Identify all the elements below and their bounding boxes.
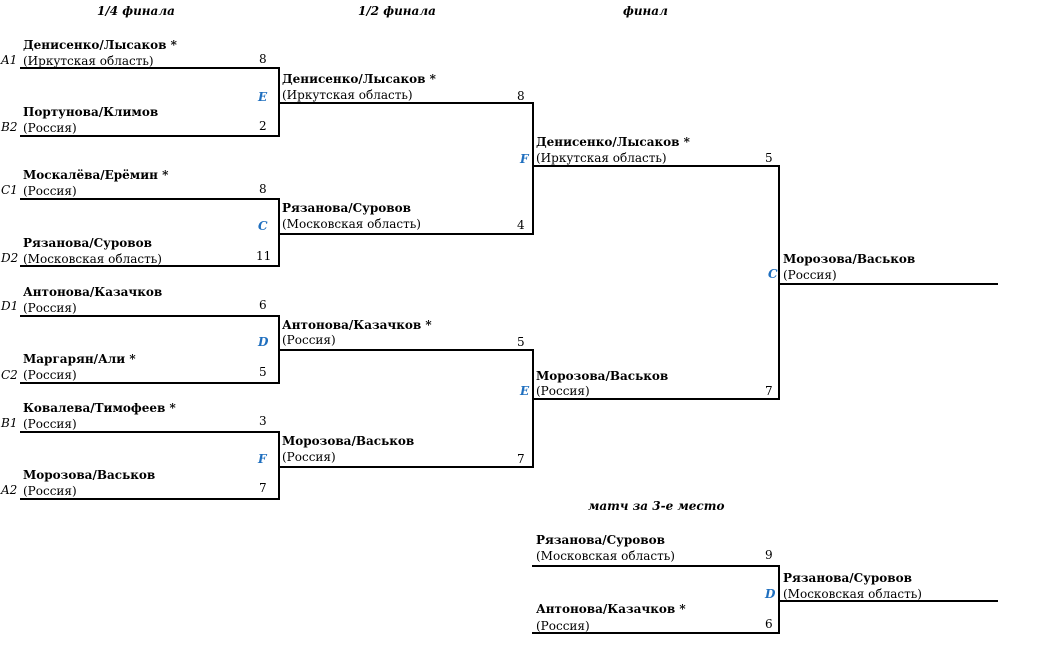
player-region: (Иркутская область) [282,88,413,102]
score: 5 [259,365,267,379]
seed-label: D1 [1,299,19,313]
bracket-line [778,600,998,602]
player-name: Москалёва/Ерёмин * [23,168,169,182]
round-header-quarterfinal: 1/4 финала [97,4,175,18]
player-name: Антонова/Казачков * [282,318,432,332]
court-label: E [258,90,268,104]
score: 5 [765,151,773,165]
bracket-line [778,283,998,285]
court-label: F [520,152,529,166]
score: 4 [517,218,525,232]
player-region: (Россия) [536,619,590,633]
player-region: (Россия) [23,301,77,315]
player-region: (Московская область) [536,549,675,563]
score: 9 [765,548,773,562]
seed-label: B2 [1,120,18,134]
player-name: Антонова/Казачков [23,285,163,299]
bracket-line [532,565,780,567]
round-header-final: финал [623,4,668,18]
player-name: Рязанова/Суровов [282,201,411,215]
score: 7 [765,384,773,398]
court-label: F [258,452,267,466]
seed-label: C1 [1,183,18,197]
player-name: Денисенко/Лысаков * [23,38,177,52]
bracket-connector [278,431,280,500]
bracket-line [20,198,280,200]
court-label: D [765,587,776,601]
score: 3 [259,414,267,428]
bracket-line [20,67,280,69]
player-name: Портунова/Климов [23,105,159,119]
bracket-connector [778,565,780,634]
bracket-line [532,398,780,400]
bracket-line [532,165,780,167]
player-region: (Россия) [536,384,590,398]
court-label: E [520,384,530,398]
player-name: Денисенко/Лысаков * [282,72,436,86]
player-region: (Московская область) [23,252,162,266]
player-region: (Иркутская область) [536,151,667,165]
player-name: Рязанова/Суровов [536,533,665,547]
player-region: (Россия) [282,333,336,347]
player-name: Морозова/Васьков [282,434,415,448]
round-header-semifinal: 1/2 финала [358,4,436,18]
bracket-connector [532,102,534,235]
player-region: (Россия) [23,484,77,498]
score: 11 [256,249,272,263]
player-region: (Россия) [23,121,77,135]
seed-label: D2 [1,251,19,265]
bracket-connector [532,349,534,468]
bracket-line [20,498,280,500]
player-name: Антонова/Казачков * [536,602,686,616]
bracket-line [278,102,534,104]
player-region: (Московская область) [282,217,421,231]
score: 8 [259,182,267,196]
seed-label: A1 [1,53,18,67]
bracket-line [278,349,534,351]
score: 5 [517,335,525,349]
bracket-line [532,632,780,634]
court-label: C [768,267,778,281]
champion-name: Морозова/Васьков [783,252,916,266]
seed-label: A2 [1,483,18,497]
champion-region: (Россия) [783,268,837,282]
player-name: Морозова/Васьков [23,468,156,482]
player-name: Маргарян/Али * [23,352,136,366]
bracket-connector [278,198,280,267]
third-place-winner-region: (Московская область) [783,587,922,601]
court-label: C [258,219,268,233]
score: 2 [259,119,267,133]
seed-label: B1 [1,416,18,430]
bracket-line [20,135,280,137]
player-name: Денисенко/Лысаков * [536,135,690,149]
player-region: (Россия) [23,184,77,198]
court-label: D [258,335,269,349]
bracket-line [20,315,280,317]
round-header-third-place: матч за 3-е место [588,499,725,513]
player-name: Рязанова/Суровов [23,236,152,250]
bracket-line [278,466,534,468]
score: 8 [259,52,267,66]
player-region: (Россия) [23,417,77,431]
score: 6 [259,298,267,312]
bracket-connector [778,165,780,400]
seed-label: C2 [1,368,18,382]
score: 7 [517,452,525,466]
third-place-winner-name: Рязанова/Суровов [783,571,912,585]
player-name: Ковалева/Тимофеев * [23,401,176,415]
bracket-line [20,382,280,384]
player-region: (Россия) [282,450,336,464]
bracket-line [20,431,280,433]
bracket-line [20,265,280,267]
score: 6 [765,617,773,631]
score: 8 [517,89,525,103]
score: 7 [259,481,267,495]
player-name: Морозова/Васьков [536,369,669,383]
bracket-line [278,233,534,235]
player-region: (Иркутская область) [23,54,154,68]
player-region: (Россия) [23,368,77,382]
